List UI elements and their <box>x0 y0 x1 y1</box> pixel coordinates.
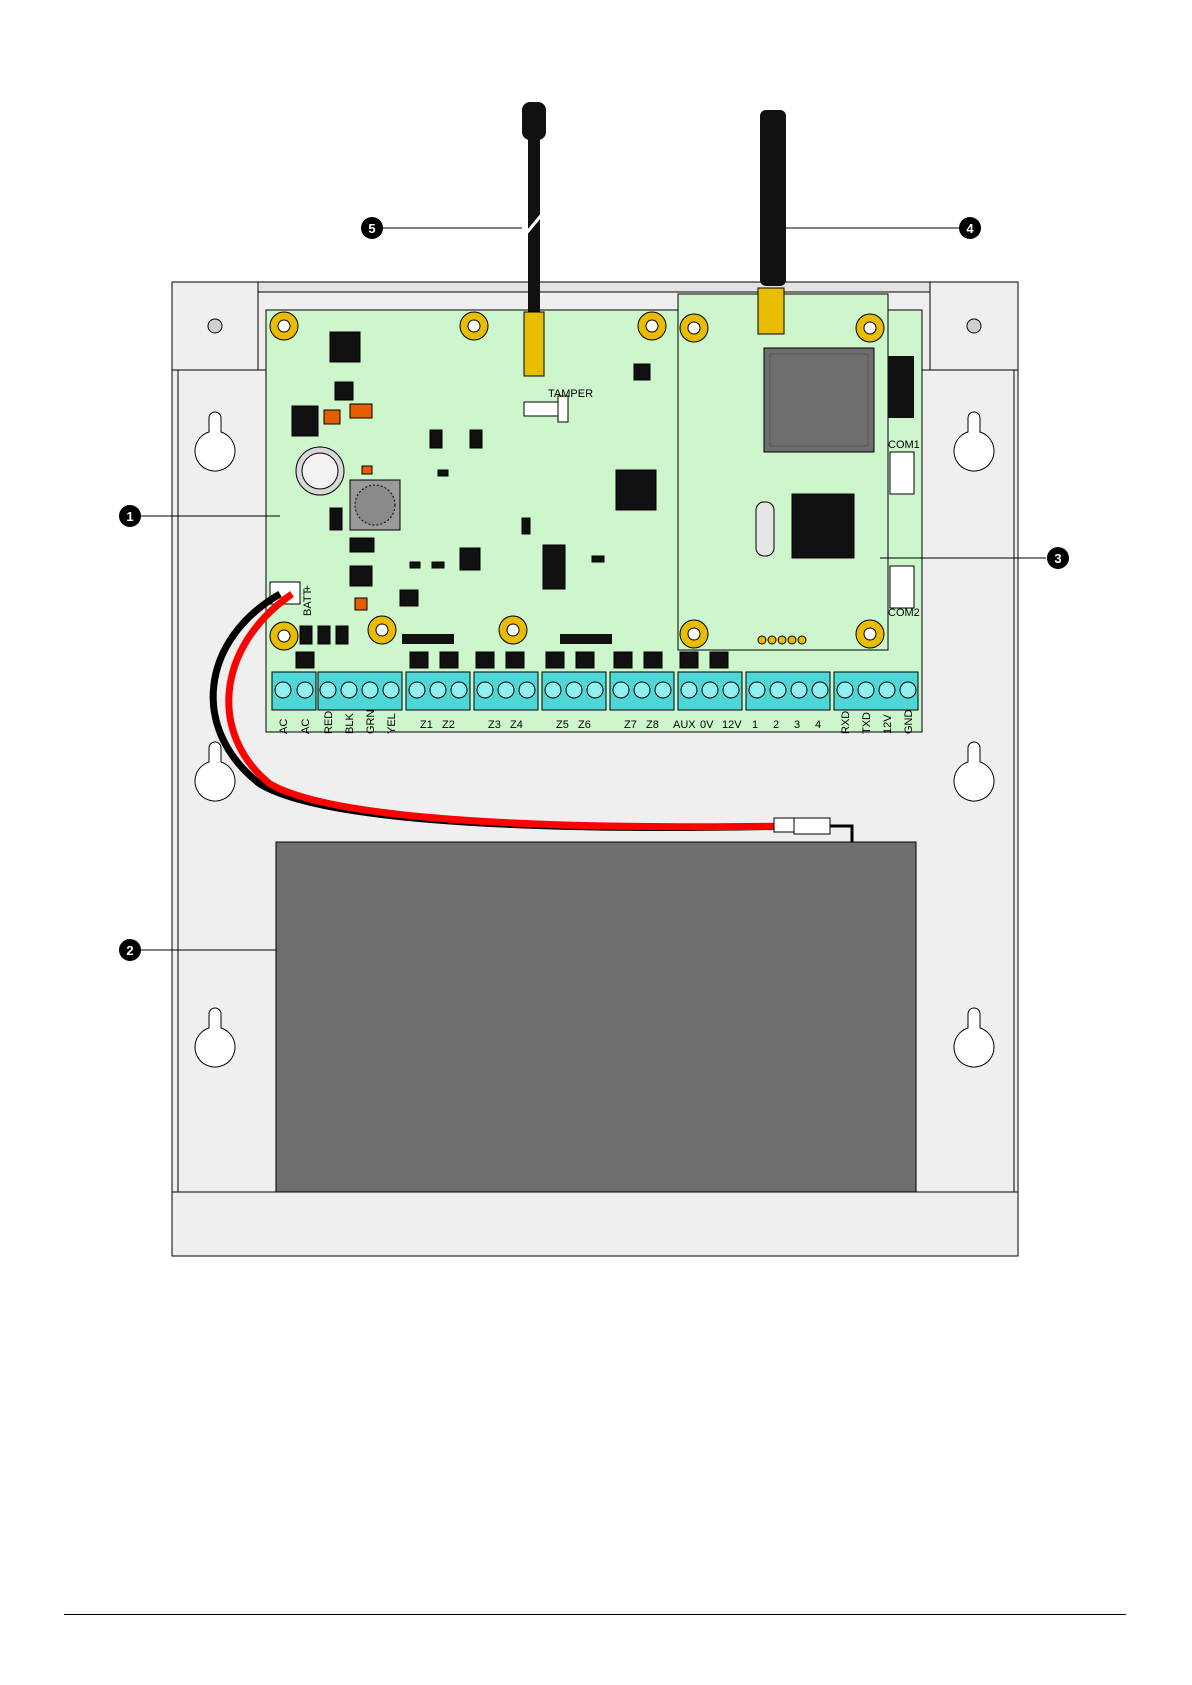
sim-module <box>764 348 874 452</box>
svg-text:12V: 12V <box>882 714 894 734</box>
svg-text:BLK: BLK <box>344 713 356 734</box>
svg-text:2: 2 <box>773 719 779 731</box>
svg-text:Z1: Z1 <box>420 719 433 731</box>
svg-text:AC: AC <box>278 719 290 734</box>
com1-connector <box>890 452 914 494</box>
batt-plus-label: + <box>304 583 310 595</box>
antenna-connector <box>758 288 784 334</box>
svg-text:Z2: Z2 <box>442 719 455 731</box>
svg-text:1: 1 <box>126 509 133 524</box>
svg-text:3: 3 <box>1054 551 1061 566</box>
com2-label: COM2 <box>888 607 920 619</box>
svg-text:2: 2 <box>126 943 133 958</box>
antenna-external <box>522 102 546 376</box>
terminal-screws <box>275 682 916 698</box>
callout-4: 4 <box>959 217 981 239</box>
svg-text:GRN: GRN <box>365 710 377 735</box>
svg-text:AUX: AUX <box>673 719 696 731</box>
svg-text:1: 1 <box>752 719 758 731</box>
com2-connector <box>890 566 914 608</box>
svg-text:3: 3 <box>794 719 800 731</box>
footer-rule <box>64 1614 1126 1615</box>
microcontroller-chip <box>792 494 854 558</box>
com1-label: COM1 <box>888 439 920 451</box>
svg-text:Z4: Z4 <box>510 719 523 731</box>
svg-text:RED: RED <box>323 711 335 734</box>
callout-3: 3 <box>1047 547 1069 569</box>
crystal <box>756 502 774 556</box>
svg-text:4: 4 <box>815 719 821 731</box>
callout-1: 1 <box>119 505 141 527</box>
svg-text:Z6: Z6 <box>578 719 591 731</box>
antenna-gsm <box>760 110 786 286</box>
svg-text:Z3: Z3 <box>488 719 501 731</box>
svg-text:5: 5 <box>368 221 375 236</box>
svg-text:12V: 12V <box>722 719 742 731</box>
svg-text:YEL: YEL <box>386 713 398 734</box>
callout-2: 2 <box>119 939 141 961</box>
svg-text:TXD: TXD <box>861 712 873 734</box>
svg-text:Z8: Z8 <box>646 719 659 731</box>
svg-text:Z5: Z5 <box>556 719 569 731</box>
power-terminal-labels: AUX 0V 12V <box>673 719 742 731</box>
svg-text:4: 4 <box>966 221 974 236</box>
gsm-module: COM1 COM2 <box>678 288 920 650</box>
tamper-label: TAMPER <box>548 388 593 400</box>
svg-text:Z7: Z7 <box>624 719 637 731</box>
svg-text:GND: GND <box>903 710 915 735</box>
svg-text:0V: 0V <box>700 719 714 731</box>
battery <box>276 842 916 1192</box>
callout-5: 5 <box>361 217 383 239</box>
svg-text:AC: AC <box>300 719 312 734</box>
svg-text:RXD: RXD <box>840 711 852 734</box>
